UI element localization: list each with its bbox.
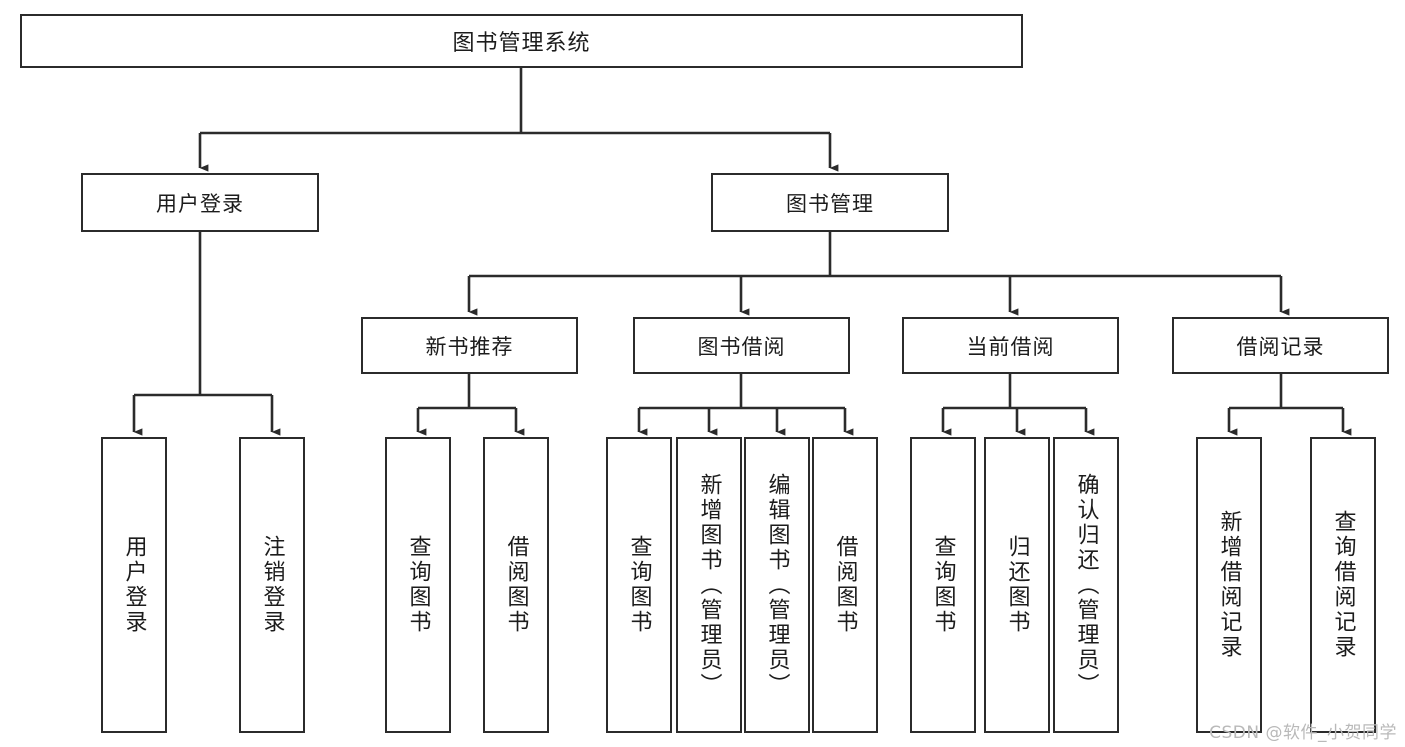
leaf-edit-book-admin[interactable]: 编辑图书（管理员）	[744, 437, 810, 733]
node-label: 查询图书	[626, 535, 652, 635]
node-label: 查询借阅记录	[1330, 510, 1356, 660]
node-label: 编辑图书（管理员）	[764, 472, 790, 698]
node-label: 借阅图书	[832, 535, 858, 635]
node-label: 确认归还（管理员）	[1073, 472, 1099, 698]
node-borrow-record[interactable]: 借阅记录	[1172, 317, 1389, 374]
node-book-borrow[interactable]: 图书借阅	[633, 317, 850, 374]
node-label: 当前借阅	[966, 334, 1055, 359]
leaf-query-book-current[interactable]: 查询图书	[910, 437, 976, 733]
node-label: 图书管理	[786, 191, 874, 216]
node-label: 借阅图书	[503, 535, 529, 635]
node-user-login[interactable]: 用户登录	[81, 173, 319, 232]
leaf-query-book-borrow[interactable]: 查询图书	[606, 437, 672, 733]
node-label: 新书推荐	[425, 334, 514, 359]
node-label: 查询图书	[405, 535, 431, 635]
node-root-system[interactable]: 图书管理系统	[20, 14, 1023, 68]
node-label: 借阅记录	[1236, 334, 1325, 359]
node-label: 新增借阅记录	[1216, 510, 1242, 660]
leaf-add-book-admin[interactable]: 新增图书（管理员）	[676, 437, 742, 733]
leaf-user-login[interactable]: 用户登录	[101, 437, 167, 733]
node-label: 用户登录	[156, 191, 244, 216]
node-label: 用户登录	[121, 535, 147, 635]
leaf-return-book[interactable]: 归还图书	[984, 437, 1050, 733]
node-book-management[interactable]: 图书管理	[711, 173, 949, 232]
leaf-query-book-recommend[interactable]: 查询图书	[385, 437, 451, 733]
node-new-book-recommend[interactable]: 新书推荐	[361, 317, 578, 374]
node-label: 注销登录	[259, 535, 285, 635]
node-label: 查询图书	[930, 535, 956, 635]
leaf-borrow-book[interactable]: 借阅图书	[812, 437, 878, 733]
node-label: 图书管理系统	[452, 31, 591, 56]
node-label: 归还图书	[1004, 535, 1030, 635]
leaf-confirm-return-admin[interactable]: 确认归还（管理员）	[1053, 437, 1119, 733]
leaf-query-borrow-record[interactable]: 查询借阅记录	[1310, 437, 1376, 733]
node-current-borrow[interactable]: 当前借阅	[902, 317, 1119, 374]
leaf-borrow-book-recommend[interactable]: 借阅图书	[483, 437, 549, 733]
leaf-logout[interactable]: 注销登录	[239, 437, 305, 733]
node-label: 新增图书（管理员）	[696, 472, 722, 698]
node-label: 图书借阅	[697, 334, 786, 359]
leaf-add-borrow-record[interactable]: 新增借阅记录	[1196, 437, 1262, 733]
watermark-text: CSDN @软件_小贺同学	[1209, 723, 1397, 743]
